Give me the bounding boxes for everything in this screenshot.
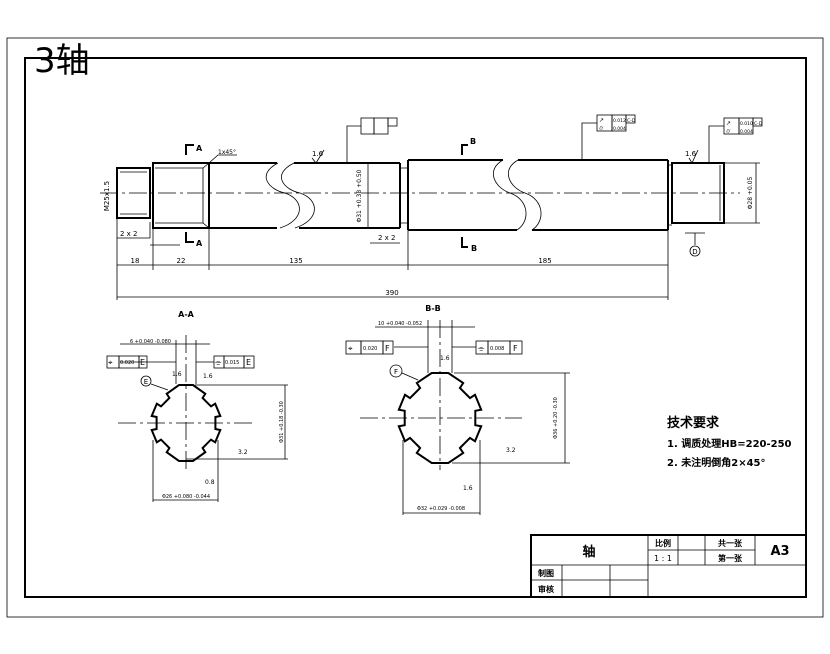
section-mark-b-bottom: B <box>471 244 477 253</box>
svg-text:⌖: ⌖ <box>108 358 113 367</box>
svg-text:F: F <box>513 344 518 353</box>
aa-depth: Φ31 +0.18 -0.30 <box>279 401 285 443</box>
outer-border <box>6 37 824 618</box>
roughness-2: 1.6 <box>685 150 697 158</box>
svg-text:0.012: 0.012 <box>613 118 626 124</box>
svg-text:⌯: ⌯ <box>215 358 222 367</box>
title-block: 轴 比例 1 : 1 共一张 第一张 A3 制图 审核 <box>530 534 807 598</box>
tolerance-frame-1: ↗ ⌭ 0.012 0.004 C-D <box>581 114 636 160</box>
sheet-label: 3轴 <box>34 41 90 81</box>
svg-text:C-D: C-D <box>627 118 636 124</box>
shaft-section-1 <box>209 162 401 229</box>
tolerance-frame-2: ↗ ⌭ 0.010 0.004 C-D <box>708 117 763 163</box>
section-mark-b-top: B <box>470 137 476 146</box>
scale-value: 1 : 1 <box>654 554 672 563</box>
part-name: 轴 <box>582 544 595 560</box>
dim-390: 390 <box>385 289 398 297</box>
svg-text:F: F <box>385 344 390 353</box>
undercut-1: 2 x 2 <box>120 230 138 238</box>
section-bb: B-B 10 +0.040 -0.052 ⌖ 0.020 F ⌯ 0.008 F… <box>345 304 570 515</box>
aa-roughness-3: 3.2 <box>238 449 248 456</box>
tech-item-1: 1. 调质处理HB=220-250 <box>667 437 792 450</box>
shaft-main-view: A A B B 1x45° M25x1.5 1.6 1.6 Φ31 +0.38 … <box>100 114 763 300</box>
svg-text:⌯: ⌯ <box>478 344 485 353</box>
diameter-1: Φ31 +0.38 +0.50 <box>356 169 363 222</box>
svg-text:0.004: 0.004 <box>613 126 626 132</box>
aa-key-width: 6 +0.040 -0.080 <box>130 339 171 345</box>
section-aa-title: A-A <box>178 310 195 319</box>
sheet-number: 第一张 <box>718 553 743 563</box>
dim-185: 185 <box>538 257 551 265</box>
svg-text:C-D: C-D <box>754 121 763 127</box>
section-bb-title: B-B <box>425 304 441 313</box>
inner-frame <box>24 57 807 598</box>
svg-text:⌖: ⌖ <box>348 344 353 353</box>
bb-symmetry-frame: ⌯ 0.008 F <box>475 340 523 355</box>
aa-symmetry-frame: ⌯ 0.015 E <box>213 355 255 369</box>
aa-roughness-4: 0.8 <box>205 479 215 486</box>
bb-datum: F <box>394 368 398 376</box>
aa-datum: E <box>144 378 148 386</box>
datum-d: D <box>692 248 697 256</box>
dim-22: 22 <box>177 257 186 265</box>
svg-text:E: E <box>246 358 251 367</box>
aa-outer: Φ26 +0.080 -0.044 <box>162 494 210 500</box>
svg-text:E: E <box>140 358 145 367</box>
chamfer-note: 1x45° <box>218 149 236 156</box>
aa-position-frame: ⌖ 0.020 E <box>106 355 148 369</box>
bb-position-frame: ⌖ 0.020 F <box>345 340 394 355</box>
break-line <box>265 162 300 229</box>
tech-item-2: 2. 未注明倒角2×45° <box>667 456 766 469</box>
bb-outer: Φ32 +0.029 -0.008 <box>417 506 465 512</box>
svg-text:0.020: 0.020 <box>363 346 377 352</box>
svg-text:↗: ↗ <box>599 117 604 124</box>
bb-roughness-2: 3.2 <box>506 447 516 454</box>
svg-text:0.010: 0.010 <box>740 121 753 127</box>
section-aa: A-A 6 +0.040 -0.080 ⌖ 0.020 E ⌯ 0.015 E … <box>106 310 288 502</box>
section-mark-a-top: A <box>196 144 203 153</box>
svg-text:↗: ↗ <box>726 120 731 127</box>
aa-roughness-2: 1.6 <box>203 373 213 380</box>
aa-roughness-1: 1.6 <box>172 371 182 378</box>
drawn-label: 制图 <box>538 568 554 578</box>
svg-text:0.004: 0.004 <box>740 129 753 135</box>
bb-depth: Φ36 +0.20 -0.30 <box>553 397 559 439</box>
dimension-lines <box>117 264 668 298</box>
sheet-size: A3 <box>770 544 789 559</box>
dim-18: 18 <box>131 257 140 265</box>
spline-section-b <box>397 372 483 464</box>
dim-135: 135 <box>289 257 302 265</box>
taper-section <box>152 162 210 229</box>
checked-label: 审核 <box>538 584 554 594</box>
svg-text:⌭: ⌭ <box>726 128 731 135</box>
undercut-2: 2 x 2 <box>378 234 396 242</box>
tech-title: 技术要求 <box>667 415 720 431</box>
section-mark-a-bottom: A <box>196 239 203 248</box>
tech-requirements: 技术要求 1. 调质处理HB=220-250 2. 未注明倒角2×45° <box>667 415 792 469</box>
sheets-total: 共一张 <box>718 538 743 548</box>
bb-roughness-3: 1.6 <box>463 485 473 492</box>
bearing-journal <box>671 162 725 224</box>
roughness-1: 1.6 <box>312 150 324 158</box>
scale-label: 比例 <box>655 538 671 548</box>
shaft-section-2 <box>407 159 669 231</box>
tolerance-frame-0 <box>346 117 398 163</box>
spline-section-a <box>150 384 222 462</box>
svg-text:0.020: 0.020 <box>120 360 134 366</box>
thread-section <box>116 167 151 219</box>
bb-key-width: 10 +0.040 -0.052 <box>378 321 422 327</box>
svg-text:⌭: ⌭ <box>599 125 604 132</box>
bb-roughness-1: 1.6 <box>440 355 450 362</box>
thread-label: M25x1.5 <box>103 181 111 211</box>
svg-text:0.008: 0.008 <box>490 346 504 352</box>
diameter-2: Φ28 +0.05 <box>747 176 754 209</box>
svg-text:0.015: 0.015 <box>225 360 239 366</box>
